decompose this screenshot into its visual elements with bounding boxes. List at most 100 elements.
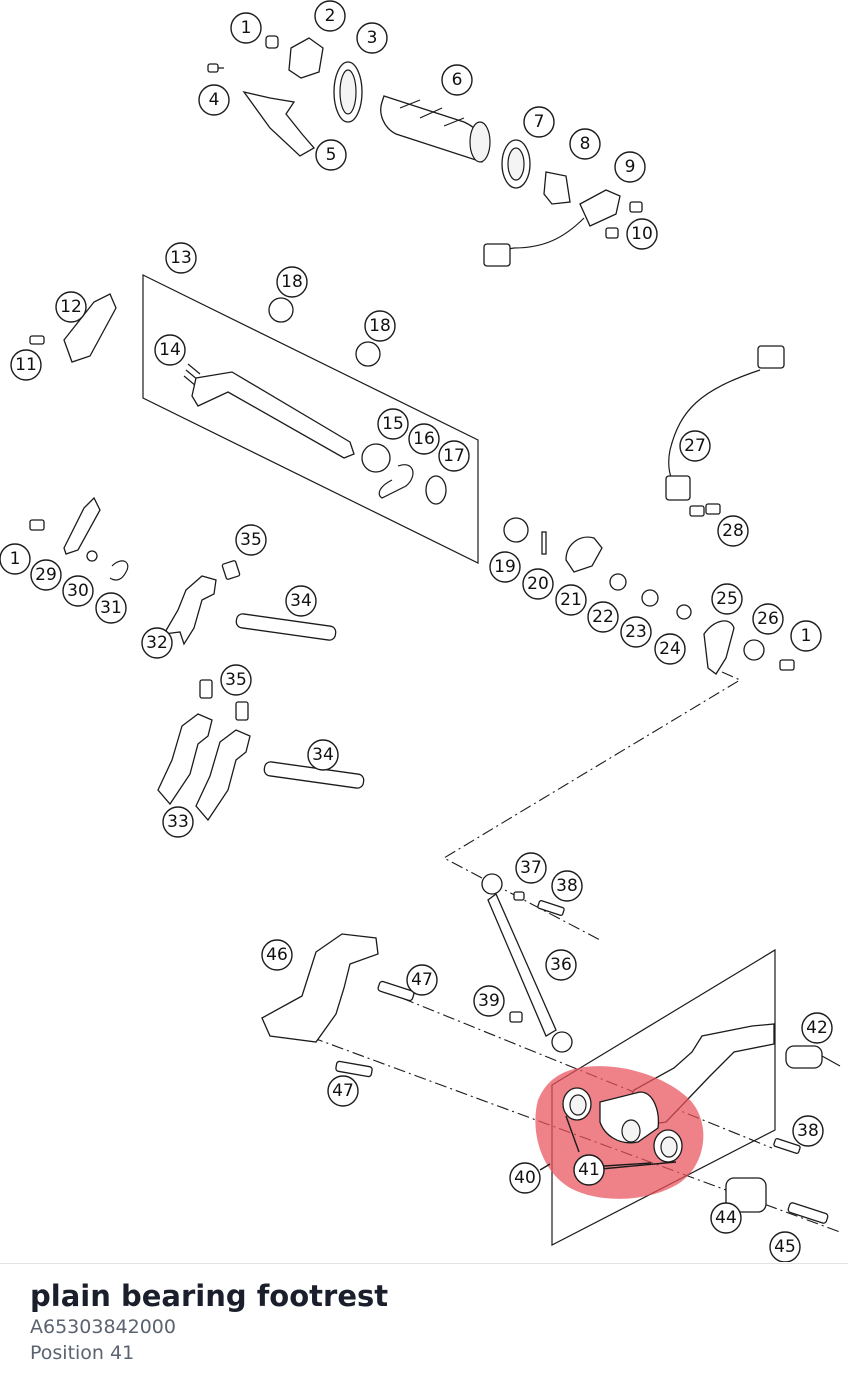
svg-text:41: 41 (578, 1160, 600, 1180)
svg-text:42: 42 (806, 1018, 828, 1038)
callout-38-a[interactable]: 38 (551, 870, 583, 902)
caption-divider (0, 1263, 848, 1264)
svg-text:9: 9 (625, 157, 636, 177)
callout-24[interactable]: 24 (654, 633, 686, 665)
svg-text:7: 7 (534, 112, 545, 132)
plain-bearing-left[interactable] (562, 1087, 592, 1121)
callout-30[interactable]: 30 (62, 575, 94, 607)
svg-text:10: 10 (631, 224, 653, 244)
callout-14[interactable]: 14 (154, 334, 186, 366)
callout-11[interactable]: 11 (10, 349, 42, 381)
svg-text:34: 34 (312, 745, 334, 765)
callout-15[interactable]: 15 (377, 408, 409, 440)
part-name: plain bearing footrest (30, 1279, 389, 1313)
svg-text:33: 33 (167, 812, 189, 832)
callout-45[interactable]: 45 (769, 1231, 801, 1262)
callout-8[interactable]: 8 (569, 128, 601, 160)
callout-34-b[interactable]: 34 (307, 739, 339, 771)
callout-9[interactable]: 9 (614, 151, 646, 183)
callout-1-top[interactable]: 1 (230, 12, 262, 44)
svg-text:15: 15 (382, 414, 404, 434)
callout-12[interactable]: 12 (55, 291, 87, 323)
svg-text:20: 20 (527, 574, 549, 594)
exploded-parts-diagram: 1 2 3 4 5 6 7 8 9 10 11 12 13 14 15 16 1… (0, 0, 841, 1262)
callout-32[interactable]: 32 (141, 627, 173, 659)
callout-25[interactable]: 25 (711, 583, 743, 615)
svg-text:18: 18 (281, 272, 303, 292)
callouts: 1 2 3 4 5 6 7 8 9 10 11 12 13 14 15 16 1… (0, 0, 833, 1262)
svg-text:29: 29 (35, 565, 57, 585)
shift-drum-group (207, 35, 643, 267)
svg-text:3: 3 (367, 28, 378, 48)
svg-text:37: 37 (520, 858, 542, 878)
callout-37[interactable]: 37 (515, 852, 547, 884)
svg-text:24: 24 (659, 639, 681, 659)
callout-36[interactable]: 36 (545, 949, 577, 981)
callout-16[interactable]: 16 (408, 423, 440, 455)
svg-text:27: 27 (684, 436, 706, 456)
callout-20[interactable]: 20 (522, 568, 554, 600)
callout-2[interactable]: 2 (314, 0, 346, 32)
svg-text:22: 22 (592, 607, 614, 627)
svg-text:35: 35 (225, 670, 247, 690)
svg-text:38: 38 (556, 876, 578, 896)
svg-text:34: 34 (290, 591, 312, 611)
callout-10[interactable]: 10 (626, 218, 658, 250)
callout-41[interactable]: 41 (573, 1154, 605, 1186)
svg-text:32: 32 (146, 633, 168, 653)
callout-17[interactable]: 17 (438, 440, 470, 472)
svg-text:4: 4 (209, 90, 220, 110)
svg-text:47: 47 (332, 1081, 354, 1101)
callout-13[interactable]: 13 (165, 242, 197, 274)
callout-3[interactable]: 3 (356, 22, 388, 54)
svg-text:25: 25 (716, 589, 738, 609)
callout-4[interactable]: 4 (198, 84, 230, 116)
callout-22[interactable]: 22 (587, 601, 619, 633)
callout-26[interactable]: 26 (752, 603, 784, 635)
callout-21[interactable]: 21 (555, 584, 587, 616)
callout-5[interactable]: 5 (315, 139, 347, 171)
callout-6[interactable]: 6 (441, 64, 473, 96)
callout-34-a[interactable]: 34 (285, 585, 317, 617)
callout-28[interactable]: 28 (717, 515, 749, 547)
svg-text:6: 6 (452, 70, 463, 90)
callout-1-left[interactable]: 1 (0, 543, 31, 575)
callout-1-right[interactable]: 1 (790, 620, 822, 652)
callout-31[interactable]: 31 (95, 592, 127, 624)
callout-42[interactable]: 42 (801, 1012, 833, 1044)
shift-forks-group (29, 496, 365, 822)
callout-35-a[interactable]: 35 (235, 524, 267, 556)
svg-text:1: 1 (801, 626, 812, 646)
svg-text:31: 31 (100, 598, 122, 618)
callout-46[interactable]: 46 (261, 939, 293, 971)
svg-text:45: 45 (774, 1237, 796, 1257)
svg-text:36: 36 (550, 955, 572, 975)
shift-lever-parts (442, 517, 795, 941)
callout-27[interactable]: 27 (679, 430, 711, 462)
callout-47-a[interactable]: 47 (406, 964, 438, 996)
svg-text:39: 39 (478, 991, 500, 1011)
callout-23[interactable]: 23 (620, 616, 652, 648)
svg-text:44: 44 (715, 1208, 737, 1228)
callout-29[interactable]: 29 (30, 559, 62, 591)
callout-40[interactable]: 40 (509, 1162, 541, 1194)
svg-text:18: 18 (369, 316, 391, 336)
svg-text:23: 23 (625, 622, 647, 642)
callout-47-b[interactable]: 47 (327, 1075, 359, 1107)
svg-text:30: 30 (67, 581, 89, 601)
callout-35-b[interactable]: 35 (220, 664, 252, 696)
callout-33[interactable]: 33 (162, 806, 194, 838)
callout-18-b[interactable]: 18 (364, 310, 396, 342)
callout-38-b[interactable]: 38 (792, 1115, 824, 1147)
gear-sensor-group (665, 345, 785, 517)
callout-19[interactable]: 19 (489, 551, 521, 583)
callout-39[interactable]: 39 (473, 985, 505, 1017)
svg-text:21: 21 (560, 590, 582, 610)
svg-text:38: 38 (797, 1121, 819, 1141)
plain-bearing-right[interactable] (653, 1129, 683, 1163)
callout-18-a[interactable]: 18 (276, 266, 308, 298)
callout-7[interactable]: 7 (523, 106, 555, 138)
callout-44[interactable]: 44 (710, 1202, 742, 1234)
svg-text:1: 1 (10, 549, 21, 569)
svg-text:12: 12 (60, 297, 82, 317)
